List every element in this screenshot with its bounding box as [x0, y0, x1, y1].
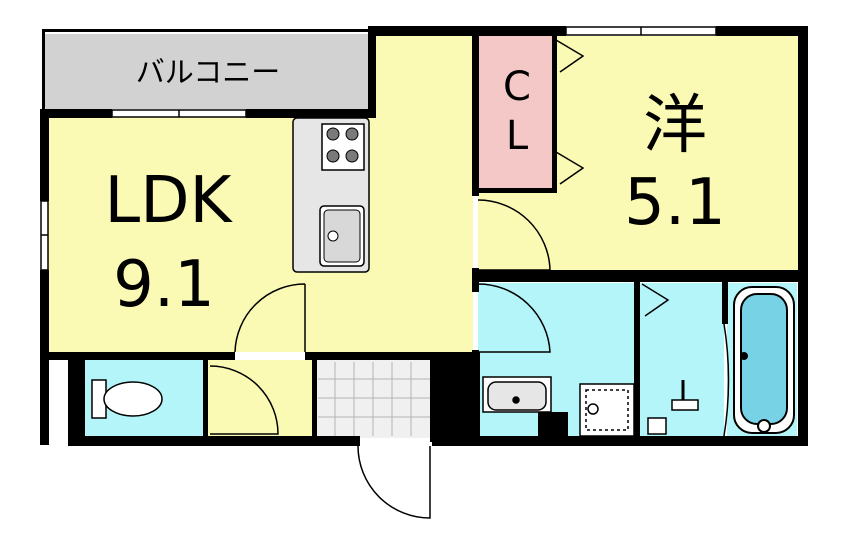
windows — [40, 26, 717, 271]
ldk-label: LDK — [105, 164, 234, 238]
western-room-size: 5.1 — [624, 166, 726, 240]
washroom-area-2 — [640, 283, 724, 438]
walls — [40, 26, 808, 446]
entrance-tile-grid — [318, 362, 430, 436]
bathtub-icon — [733, 286, 795, 434]
doors — [209, 39, 670, 519]
entrance-tile-area — [316, 360, 432, 438]
western-room-label: 洋 — [643, 89, 707, 163]
sink-icon — [319, 205, 365, 267]
washbasin-icon — [482, 376, 552, 413]
closet-label-bottom: L — [506, 113, 529, 159]
closet-label-top: C — [503, 64, 531, 110]
stove-icon — [321, 123, 365, 171]
washer-pan-icon — [579, 383, 635, 437]
balcony-label: バルコニー — [136, 55, 280, 89]
hall-area — [478, 192, 554, 274]
balcony-area — [45, 34, 370, 109]
bath-partition — [723, 323, 730, 437]
shower-icon — [647, 380, 699, 435]
corridor-area — [205, 360, 315, 438]
toilet-icon — [91, 379, 163, 419]
closet-area — [478, 36, 554, 190]
ldk-size: 9.1 — [113, 248, 215, 322]
